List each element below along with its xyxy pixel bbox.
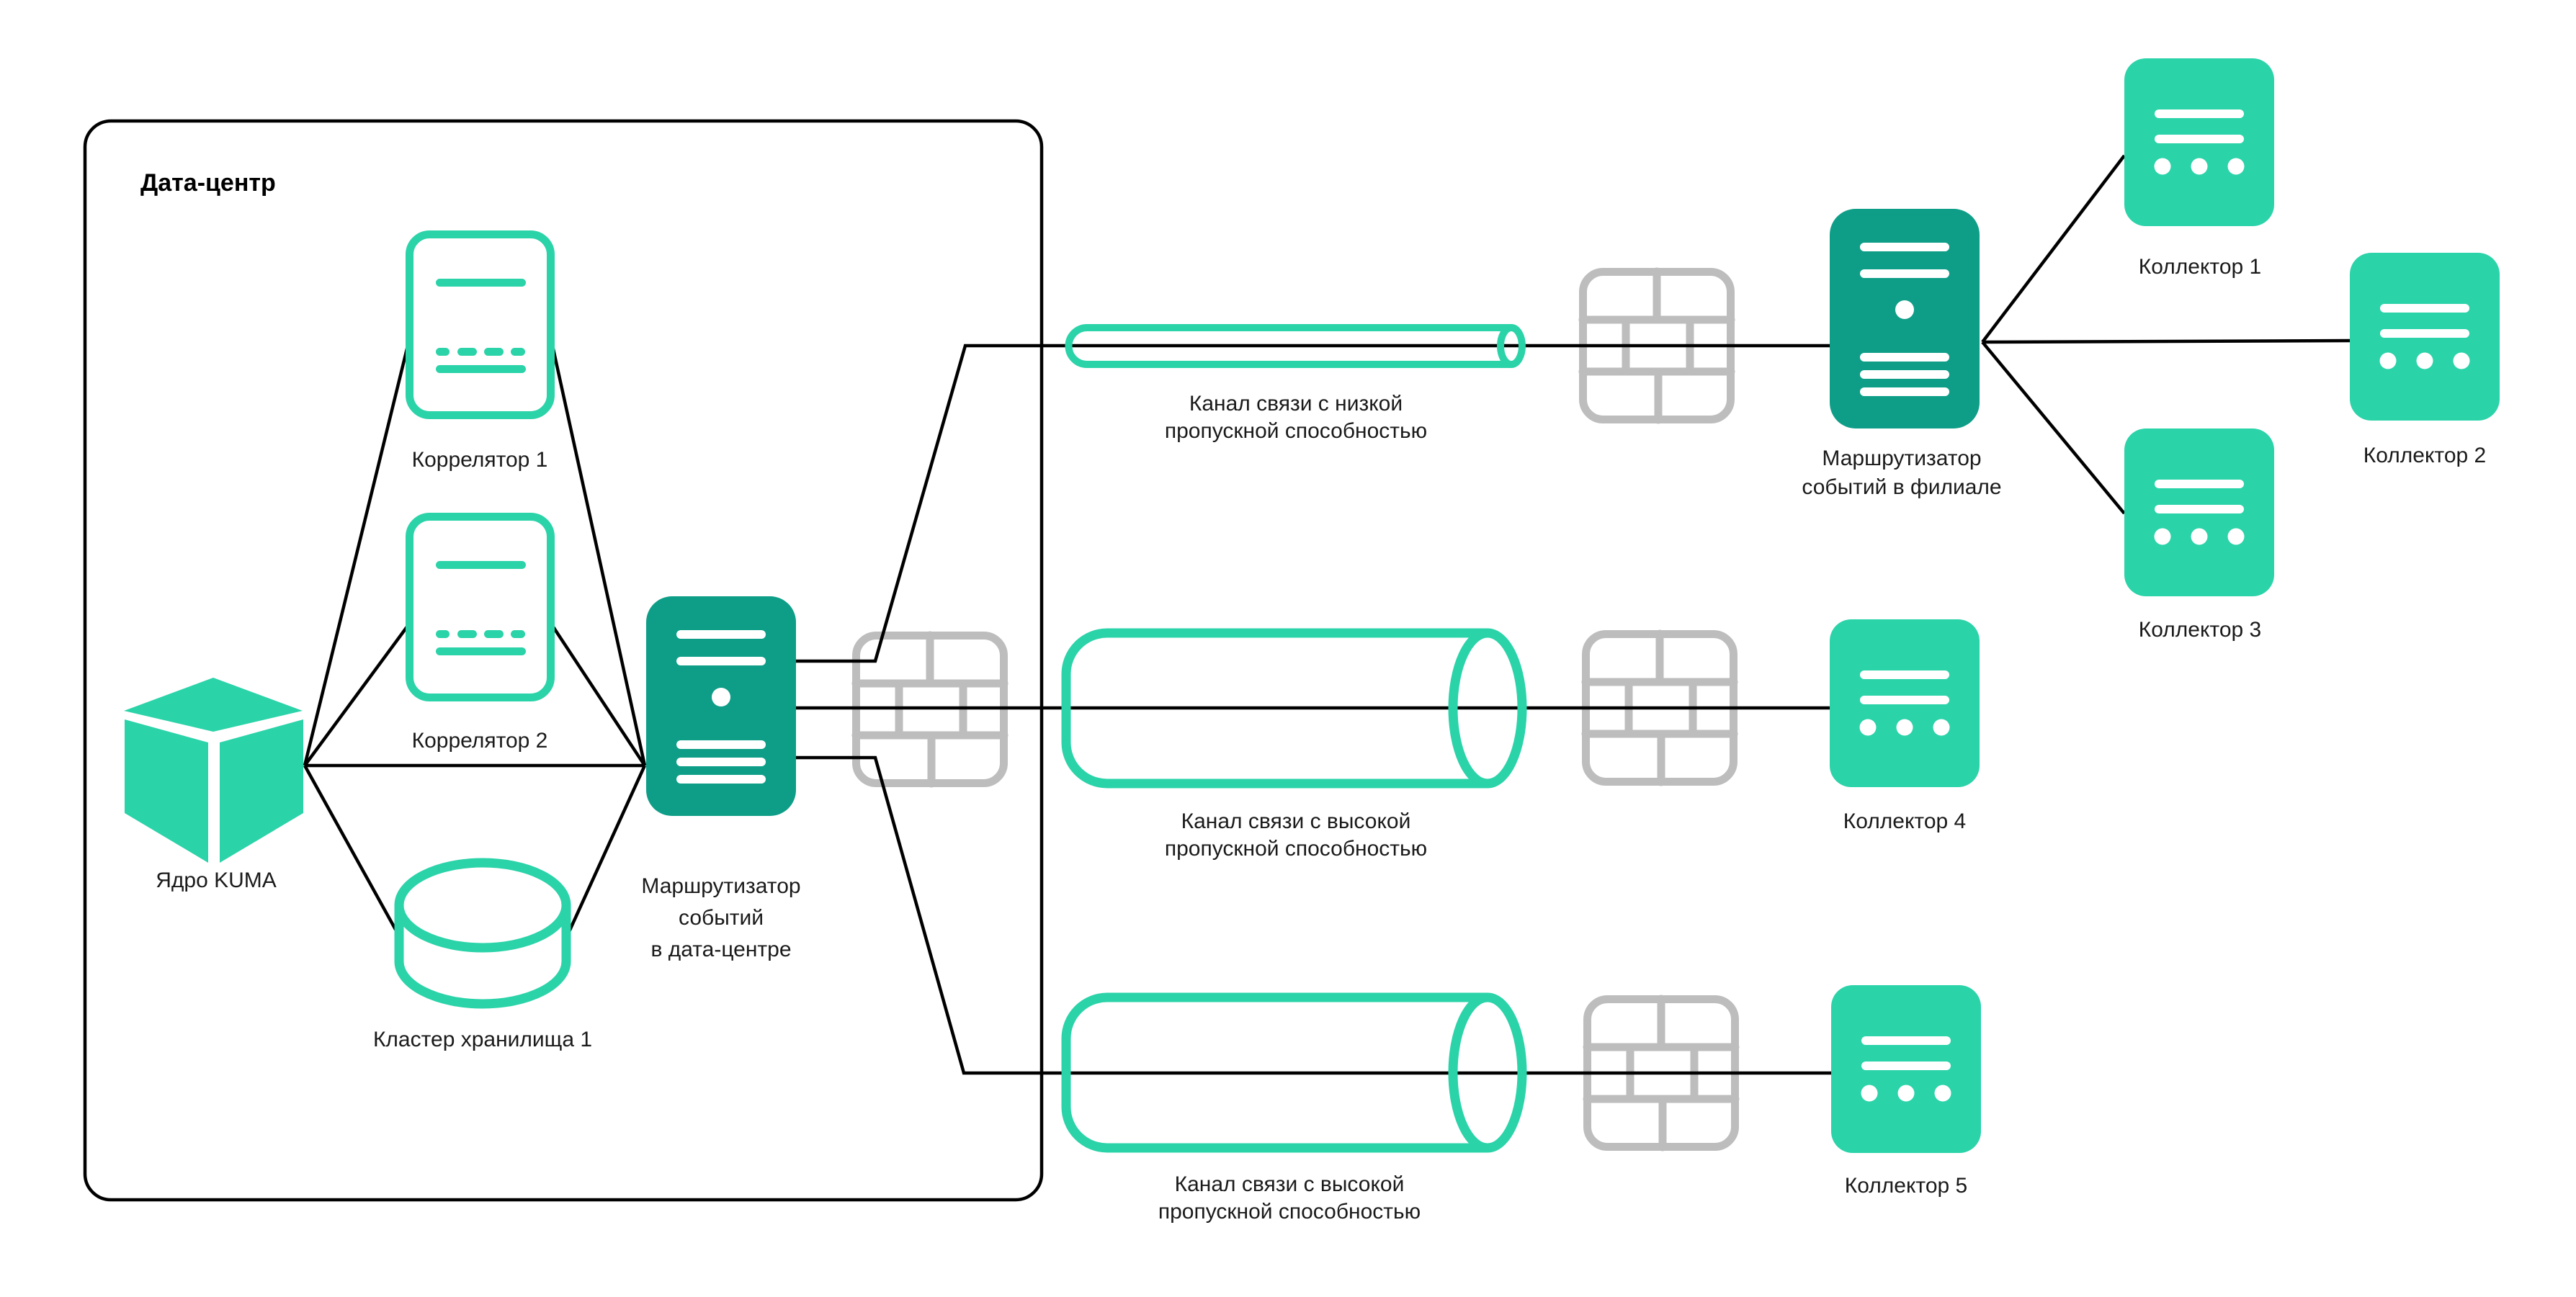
correlator-1-label: Коррелятор 1: [412, 448, 548, 472]
data-center-label: Дата-центр: [140, 169, 276, 197]
svg-text:событий в филиале: событий в филиале: [1802, 475, 2001, 499]
collector-icon: [2124, 58, 2274, 226]
collector-icon: [2350, 253, 2500, 421]
svg-text:событий: событий: [679, 906, 764, 930]
svg-text:Маршрутизатор: Маршрутизатор: [1822, 446, 1981, 470]
correlator-2-label: Коррелятор 2: [412, 729, 548, 753]
svg-text:пропускной способностью: пропускной способностью: [1158, 1200, 1421, 1224]
collector-icon: [1830, 619, 1980, 787]
document-outline-icon: [410, 235, 551, 416]
collector-5-label: Коллектор 5: [1845, 1174, 1967, 1198]
svg-text:пропускной способностью: пропускной способностью: [1165, 419, 1427, 443]
branch-event-router-label: Маршрутизатор событий в филиале: [1802, 446, 2001, 499]
svg-text:в дата-центре: в дата-центре: [650, 938, 791, 961]
high-bandwidth-channel-1-label: Канал связи с высокой пропускной способн…: [1165, 809, 1427, 861]
data-center-box: Дата-центр: [83, 119, 1044, 1202]
connection-lines: [303, 154, 2351, 1075]
collector-icon: [2124, 428, 2274, 596]
collector-4-label: Коллектор 4: [1843, 809, 1966, 833]
server-icon: [1830, 209, 1980, 428]
cube-icon: [124, 678, 303, 863]
collector-3-label: Коллектор 3: [2139, 618, 2261, 642]
low-bandwidth-channel-icon: [1065, 324, 1526, 368]
database-cylinder-icon: [394, 858, 571, 1009]
document-outline-icon: [410, 517, 551, 698]
high-bandwidth-channel-1-icon: [1061, 628, 1527, 789]
svg-text:Канал связи с высокой: Канал связи с высокой: [1175, 1172, 1405, 1196]
svg-text:Маршрутизатор: Маршрутизатор: [641, 874, 800, 898]
high-bandwidth-channel-2-label: Канал связи с высокой пропускной способн…: [1158, 1172, 1421, 1224]
svg-text:Канал связи с высокой: Канал связи с высокой: [1181, 809, 1411, 833]
low-bandwidth-channel-label: Канал связи с низкой пропускной способно…: [1165, 392, 1427, 443]
server-icon: [646, 596, 796, 816]
svg-text:Канал связи с низкой: Канал связи с низкой: [1189, 392, 1403, 416]
collector-2-label: Коллектор 2: [2363, 444, 2486, 467]
high-bandwidth-channel-2-icon: [1061, 992, 1527, 1153]
svg-text:пропускной способностью: пропускной способностью: [1165, 837, 1427, 861]
collector-1-label: Коллектор 1: [2139, 255, 2261, 279]
kuma-core-label: Ядро KUMA: [156, 869, 277, 892]
collector-icon: [1831, 985, 1981, 1153]
dc-event-router-label: Маршрутизатор событий в дата-центре: [641, 874, 800, 961]
storage-cluster-label: Кластер хранилища 1: [373, 1028, 592, 1051]
